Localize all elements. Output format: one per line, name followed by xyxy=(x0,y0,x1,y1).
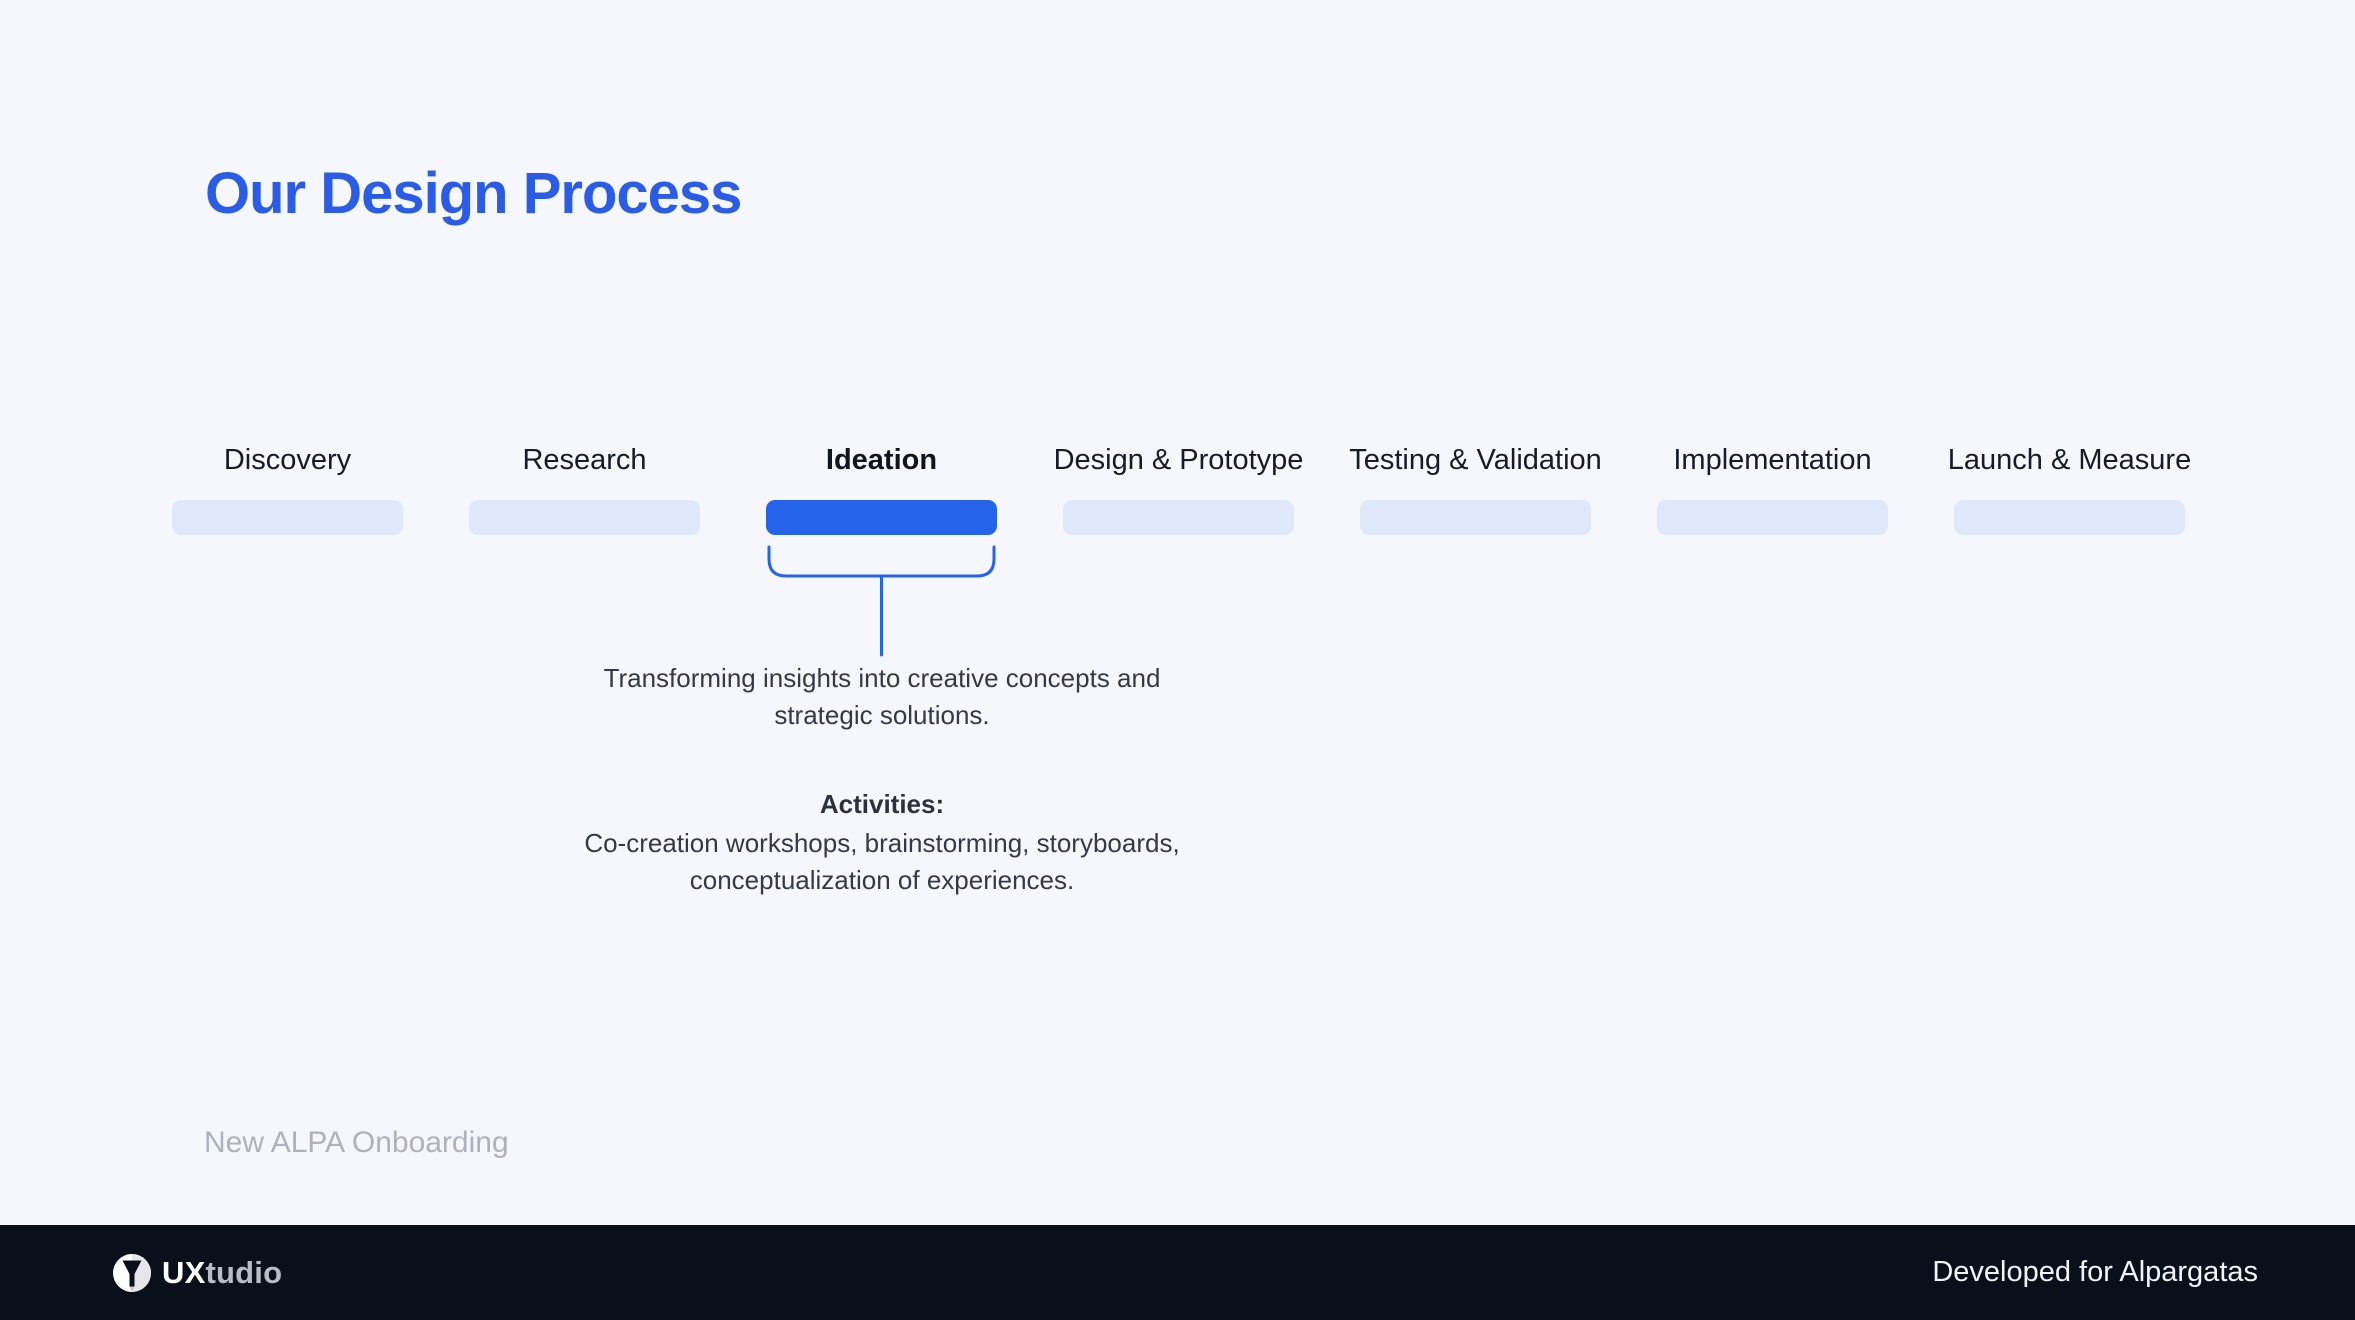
stage-bar[interactable] xyxy=(1360,500,1591,535)
stage-implementation[interactable]: Implementation xyxy=(1657,443,1888,535)
stage-description: Transforming insights into creative conc… xyxy=(603,663,1161,730)
logo-text-primary: UX xyxy=(162,1254,206,1290)
stage-label: Discovery xyxy=(223,444,352,476)
stage-testing-validation[interactable]: Testing & Validation xyxy=(1349,443,1602,535)
stage-label: Design & Prototype xyxy=(1053,444,1304,476)
page-title: Our Design Process xyxy=(205,161,742,226)
logo-text-secondary: tudio xyxy=(205,1254,283,1290)
stage-label: Launch & Measure xyxy=(1947,444,2192,476)
activities-text: Co-creation workshops, brainstorming, st… xyxy=(584,828,1180,895)
stage-bar[interactable] xyxy=(1657,500,1888,535)
project-label: New ALPA Onboarding xyxy=(204,1126,509,1159)
stage-label: Implementation xyxy=(1673,444,1872,476)
stage-bar[interactable] xyxy=(1954,500,2185,535)
stage-label: Ideation xyxy=(825,444,938,476)
uxtudio-logo: UXtudio xyxy=(113,1253,282,1292)
uxtudio-logo-text: UXtudio xyxy=(162,1255,282,1291)
footer-credit: Developed for Alpargatas xyxy=(1932,1256,2258,1288)
stage-discovery[interactable]: Discovery xyxy=(172,443,403,535)
stage-bar-active[interactable] xyxy=(766,500,997,535)
footer-bar: UXtudio Developed for Alpargatas xyxy=(0,1225,2355,1320)
stage-label: Testing & Validation xyxy=(1349,444,1602,476)
active-stage-detail: Transforming insights into creative conc… xyxy=(572,660,1192,899)
uxtudio-mark-icon xyxy=(113,1253,151,1292)
stage-ideation-active[interactable]: Ideation xyxy=(766,443,997,657)
stage-bar[interactable] xyxy=(469,500,700,535)
annotation-bracket xyxy=(766,545,997,657)
process-timeline: Discovery Research Ideation Design & Pro… xyxy=(172,443,2191,657)
stage-bar[interactable] xyxy=(1063,500,1294,535)
stage-label: Research xyxy=(522,444,647,476)
stage-design-prototype[interactable]: Design & Prototype xyxy=(1054,443,1303,535)
stage-research[interactable]: Research xyxy=(469,443,700,535)
stage-bar[interactable] xyxy=(172,500,403,535)
stage-launch-measure[interactable]: Launch & Measure xyxy=(1948,443,2191,535)
activities-heading: Activities: xyxy=(819,789,945,819)
